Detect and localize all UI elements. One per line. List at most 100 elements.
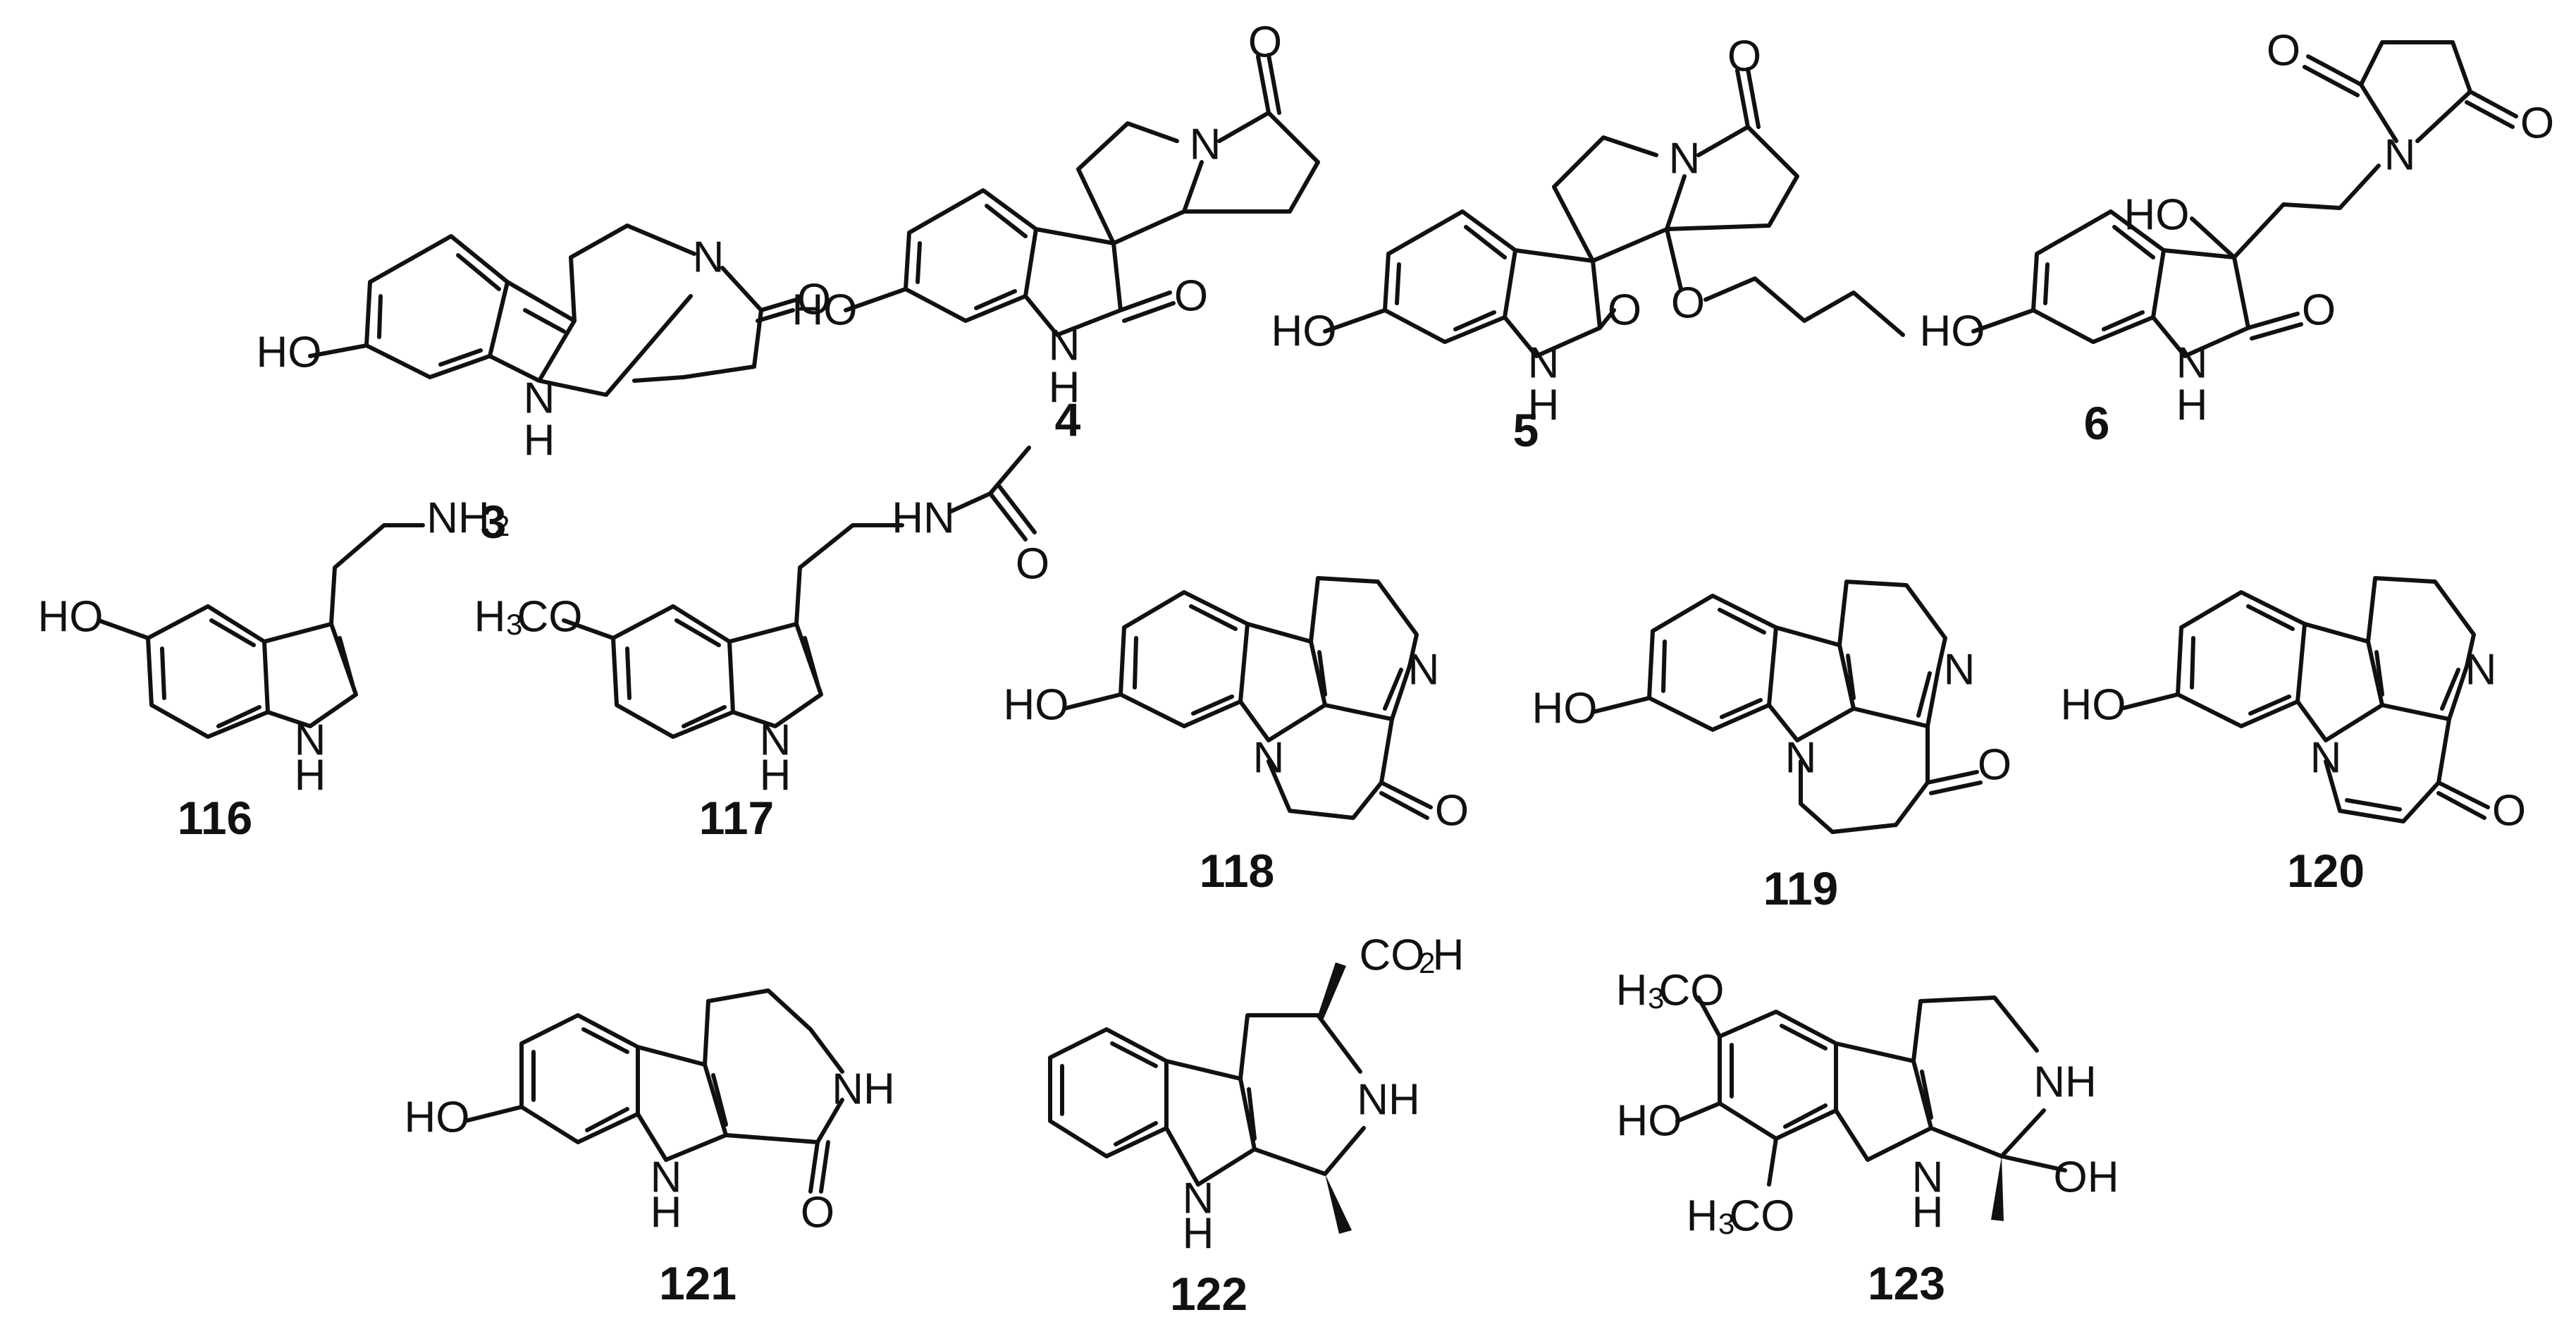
label-ho: HO: [257, 329, 322, 377]
label-h: H: [760, 752, 791, 800]
compound-122-bonds: [1048, 1013, 1366, 1187]
label-n: N: [693, 233, 725, 282]
compound-id-121: 121: [659, 1257, 737, 1309]
label-n: N: [1408, 646, 1440, 694]
label-n: N: [295, 716, 326, 765]
stereo-wedge: [1325, 1174, 1352, 1234]
compound-117-bonds: [562, 446, 1037, 739]
label-nh: NH: [426, 494, 490, 543]
label-h: H: [474, 593, 506, 642]
label-nh: NH: [832, 1065, 895, 1114]
label-ho: HO: [1920, 307, 1985, 356]
label-n: N: [1785, 734, 1817, 783]
compound-id-119: 119: [1763, 862, 1838, 914]
compound-5: HO N O O O N H 5: [1271, 32, 1905, 456]
label-h: H: [295, 752, 326, 800]
label-n: N: [2384, 131, 2416, 180]
label-h: H: [1528, 381, 1560, 430]
label-o: O: [1671, 279, 1705, 328]
label-h: H: [524, 417, 555, 465]
label-o: O: [801, 1189, 834, 1237]
compound-3-bonds: [308, 223, 799, 397]
compound-6-bonds: [1971, 40, 2518, 358]
label-ho: HO: [38, 593, 104, 642]
compound-id-123: 123: [1868, 1257, 1945, 1309]
compound-4: HO N O O N H 4: [792, 18, 1320, 446]
label-nh: NH: [2033, 1058, 2097, 1107]
compound-118: HO N N O 118: [1004, 576, 1469, 897]
label-o: O: [1608, 286, 1641, 335]
label-h: H: [651, 1189, 682, 1237]
label-n: N: [1669, 135, 1701, 183]
label-subscript-3: 3: [1648, 981, 1664, 1015]
label-n: N: [524, 374, 555, 423]
label-ho: HO: [1532, 685, 1598, 733]
label-n: N: [1049, 321, 1080, 370]
label-oh: OH: [2054, 1153, 2119, 1202]
label-n: N: [1183, 1175, 1214, 1223]
label-ho: HO: [405, 1094, 470, 1142]
label-o: O: [1174, 272, 1208, 321]
label-n: N: [1190, 121, 1221, 169]
label-h: H: [2176, 381, 2208, 430]
compound-id-4: 4: [1055, 393, 1081, 446]
label-n: N: [651, 1153, 682, 1202]
label-o: O: [1727, 32, 1761, 81]
label-o: O: [2520, 99, 2554, 148]
label-n: N: [2465, 646, 2497, 694]
compound-123-bonds: [1675, 996, 2067, 1187]
label-n: N: [2176, 339, 2208, 388]
label-subscript-2: 2: [1419, 946, 1435, 979]
label-co2h: CO 2 H: [1360, 931, 1465, 980]
compound-id-122: 122: [1170, 1268, 1247, 1320]
label-o: O: [2267, 27, 2300, 75]
compound-6: HO N O O O HO N H 6: [1920, 27, 2555, 450]
label-co: CO: [1360, 931, 1425, 980]
compound-id-117: 117: [699, 792, 774, 844]
label-co: CO: [1730, 1192, 1795, 1241]
compound-121-bonds: [463, 988, 844, 1194]
label-n: N: [1528, 339, 1560, 388]
label-h: H: [1183, 1210, 1214, 1258]
compound-4-bonds: [844, 53, 1320, 337]
label-nh: NH: [1357, 1076, 1420, 1125]
label-o: O: [1978, 741, 2011, 790]
compound-120-bonds: [2119, 576, 2490, 823]
label-ho: HO: [1271, 307, 1337, 356]
label-o: O: [797, 276, 831, 324]
label-ho: HO: [1004, 681, 1069, 730]
label-subscript-2: 2: [493, 509, 510, 542]
stereo-wedge: [1318, 962, 1346, 1019]
label-nh2: NH 2: [426, 494, 510, 543]
compound-id-3: 3: [481, 496, 507, 548]
compound-118-bonds: [1062, 576, 1433, 820]
label-h3co-bottom: H 3 CO: [1687, 1192, 1795, 1241]
label-o: O: [2492, 787, 2526, 835]
compound-3: HO N O N H 3: [257, 223, 831, 548]
label-co: CO: [517, 593, 583, 642]
label-h: H: [1912, 1189, 1944, 1237]
compound-id-6: 6: [2084, 397, 2110, 449]
label-ho: HO: [2124, 191, 2190, 240]
compound-id-5: 5: [1513, 404, 1539, 456]
stereo-wedge: [1991, 1156, 2004, 1221]
compound-122: CO 2 H NH N H 122: [1048, 931, 1465, 1320]
compound-id-116: 116: [178, 792, 252, 844]
label-o: O: [2302, 286, 2336, 335]
label-n: N: [1912, 1153, 1944, 1202]
label-hn: HN: [892, 494, 955, 543]
label-n: N: [760, 716, 791, 765]
label-h3co-top: H 3 CO: [1616, 967, 1725, 1015]
label-n: N: [2310, 734, 2342, 783]
label-ho: HO: [1617, 1097, 1682, 1146]
compound-5-bonds: [1323, 67, 1905, 358]
label-h: H: [1616, 967, 1648, 1015]
label-ho: HO: [792, 286, 858, 335]
label-ho: HO: [2061, 681, 2126, 730]
label-n: N: [1253, 734, 1285, 783]
compound-123: H 3 CO HO H 3 CO NH OH N H 123: [1616, 967, 2119, 1310]
compound-id-120: 120: [2287, 845, 2365, 897]
compound-116: HO NH 2 N H 116: [38, 494, 510, 845]
